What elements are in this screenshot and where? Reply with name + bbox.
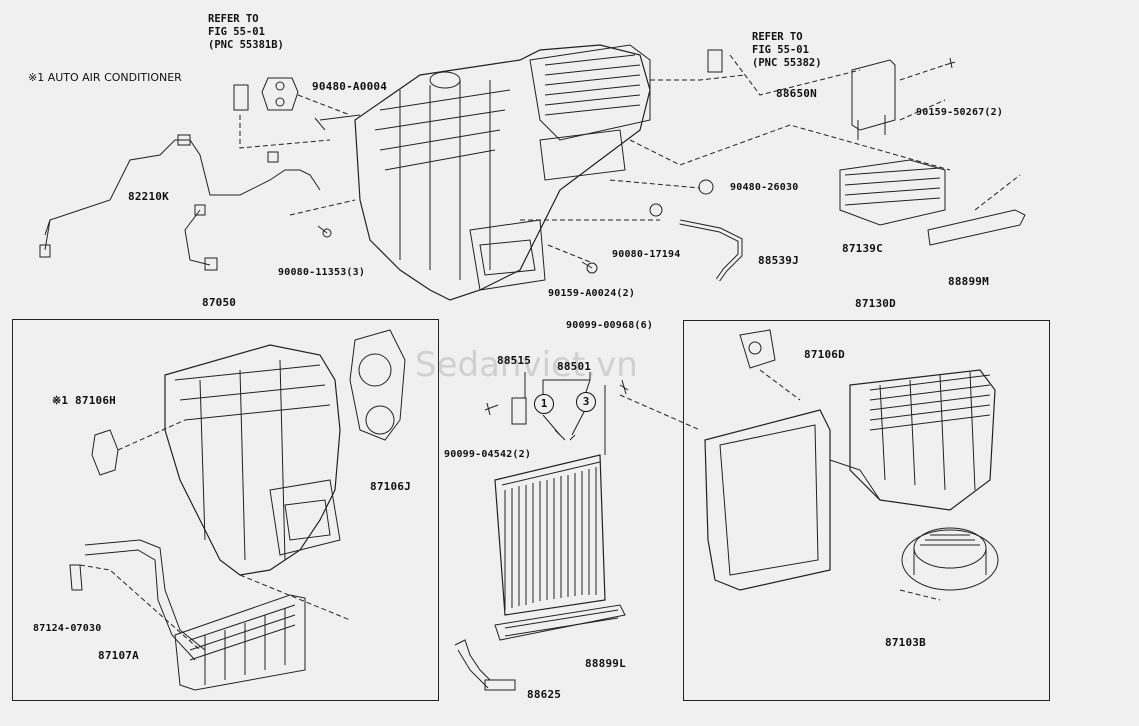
label-90080-11353: 90080-11353(3) bbox=[278, 267, 366, 278]
callout-circle-3: 3 bbox=[576, 392, 596, 412]
leader-lines-center bbox=[524, 372, 606, 455]
label-88539j: 88539J bbox=[758, 254, 799, 267]
label-90099-00968: 90099-00968(6) bbox=[566, 320, 654, 331]
label-90480-26030: 90480-26030 bbox=[730, 182, 799, 193]
group-box-87130d bbox=[683, 320, 1050, 701]
unit-87050 bbox=[69, 329, 406, 691]
label-90099-04542: 90099-04542(2) bbox=[444, 449, 532, 460]
label-88515: 88515 bbox=[497, 354, 532, 367]
label-87139c: 87139C bbox=[842, 242, 883, 255]
label-88899m: 88899M bbox=[948, 275, 989, 288]
label-87106j: 87106J bbox=[370, 480, 411, 493]
dashed-leaders-top bbox=[239, 54, 1021, 263]
label-88625: 88625 bbox=[527, 688, 562, 701]
label-88899l: 88899L bbox=[585, 657, 626, 670]
label-90480-a0004: 90480-A0004 bbox=[312, 80, 388, 93]
group-box-87050 bbox=[12, 319, 439, 701]
reference-right: REFER TO FIG 55-01 (PNC 55382) bbox=[752, 31, 822, 69]
label-90159-50267: 90159-50267(2) bbox=[916, 107, 1004, 118]
label-90080-17194: 90080-17194 bbox=[612, 249, 681, 260]
label-87130d: 87130D bbox=[855, 297, 896, 310]
label-88650n: 88650N bbox=[776, 87, 817, 100]
label-87124-07030: 87124-07030 bbox=[33, 623, 102, 634]
evaporator-88501 bbox=[454, 379, 629, 691]
label-88501: 88501 bbox=[557, 360, 592, 373]
small-parts-top bbox=[233, 49, 1026, 282]
label-87050: 87050 bbox=[202, 296, 237, 309]
label-82210k: 82210K bbox=[128, 190, 169, 203]
dashed-leaders-center bbox=[619, 394, 701, 431]
dashed-leaders-left bbox=[79, 419, 351, 651]
label-90159-a0024: 90159-A0024(2) bbox=[548, 288, 636, 299]
callout-circle-1: 1 bbox=[534, 394, 554, 414]
hvac-unit-assembly bbox=[314, 44, 651, 301]
dashed-leaders-right bbox=[759, 369, 941, 601]
unit-87130d bbox=[704, 329, 999, 591]
reference-left: REFER TO FIG 55-01 (PNC 55381B) bbox=[208, 13, 284, 51]
auto-ac-note: ※1 AUTO AIR CONDITIONER bbox=[28, 71, 182, 84]
watermark: Sedanviet.vn bbox=[415, 345, 638, 385]
label-87107a: 87107A bbox=[98, 649, 139, 662]
label-87106h: ※1 87106H bbox=[52, 394, 116, 407]
wire-harness-82210k bbox=[39, 134, 321, 271]
label-87106d: 87106D bbox=[804, 348, 845, 361]
label-87103b: 87103B bbox=[885, 636, 926, 649]
